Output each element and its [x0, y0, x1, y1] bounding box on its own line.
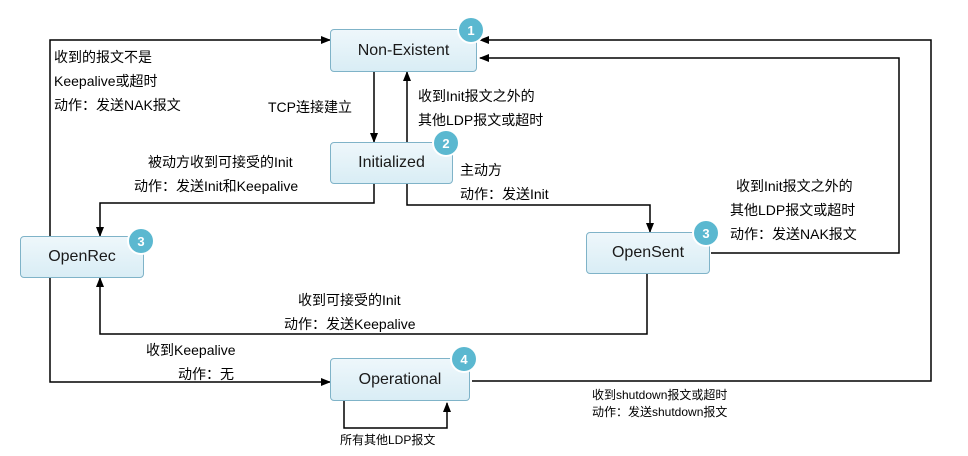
label-line: 收到Init报文之外的: [736, 178, 853, 194]
label-line: 动作：发送NAK报文: [54, 97, 181, 113]
label-opensent-nak: 收到Init报文之外的 其他LDP报文或超时 动作：发送NAK报文: [730, 174, 857, 246]
arrow-initialized-to-openrec: [96, 184, 375, 237]
label-line: 收到的报文不是: [54, 49, 152, 65]
arrow-opensent-to-openrec: [96, 274, 648, 335]
arrow-initialized-to-opensent: [406, 184, 654, 233]
label-active-init: 主动方 动作：发送Init: [460, 158, 549, 206]
state-badge-2: 2: [434, 131, 458, 155]
label-shutdown: 收到shutdown报文或超时 动作：发送shutdown报文: [592, 387, 727, 421]
state-non-existent-label: Non-Existent: [357, 41, 450, 59]
state-badge-1: 1: [459, 18, 483, 42]
state-badge-4: 4: [452, 347, 476, 371]
arrow-operational-self-loop: [343, 401, 451, 429]
state-openrec: OpenRec: [20, 236, 144, 278]
label-non-keepalive-nak: 收到的报文不是 Keepalive或超时 动作：发送NAK报文: [54, 45, 181, 117]
state-openrec-label: OpenRec: [48, 248, 116, 265]
label-line: 被动方收到可接受的Init: [148, 154, 293, 170]
state-initialized: Initialized: [330, 142, 453, 184]
label-accept-init-keepalive: 收到可接受的Init 动作：发送Keepalive: [284, 288, 416, 336]
label-keepalive-none: 收到Keepalive 动作：无: [146, 338, 236, 386]
label-line: 动作：发送NAK报文: [730, 226, 857, 242]
label-line: 动作：发送Keepalive: [284, 316, 416, 332]
label-other-ldp: 所有其他LDP报文: [340, 433, 436, 447]
label-line: 收到shutdown报文或超时: [592, 388, 728, 402]
label-line: 收到Keepalive: [146, 342, 236, 358]
arrow-openrec-to-nonexistent: [49, 36, 331, 236]
label-line: 动作：发送Init和Keepalive: [134, 178, 299, 194]
label-init-other-ldp: 收到Init报文之外的 其他LDP报文或超时: [418, 84, 543, 132]
label-line: 主动方: [460, 162, 502, 178]
state-operational-label: Operational: [358, 370, 442, 388]
state-non-existent: Non-Existent: [330, 29, 477, 72]
label-line: 其他LDP报文或超时: [730, 202, 856, 218]
state-opensent-label: OpenSent: [611, 244, 685, 261]
label-tcp-established: TCP连接建立: [268, 99, 352, 115]
state-initialized-label: Initialized: [358, 154, 425, 171]
state-badge-3-opensent: 3: [694, 221, 718, 245]
state-opensent: OpenSent: [586, 232, 710, 274]
label-passive-init: 被动方收到可接受的Init 动作：发送Init和Keepalive: [134, 150, 298, 198]
arrow-operational-to-nonexistent: [472, 36, 932, 382]
arrow-openrec-to-operational: [49, 278, 331, 386]
state-operational: Operational: [330, 358, 470, 401]
label-line: 收到可接受的Init: [298, 292, 401, 308]
state-badge-3-openrec: 3: [129, 229, 153, 253]
label-line: 其他LDP报文或超时: [418, 112, 544, 128]
label-line: 动作：发送shutdown报文: [592, 405, 728, 419]
label-line: 收到Init报文之外的: [418, 88, 535, 104]
label-line: 动作：发送Init: [460, 186, 549, 202]
label-line: 动作：无: [178, 366, 234, 382]
label-line: Keepalive或超时: [54, 73, 158, 89]
arrow-opensent-to-nonexistent: [479, 54, 900, 254]
